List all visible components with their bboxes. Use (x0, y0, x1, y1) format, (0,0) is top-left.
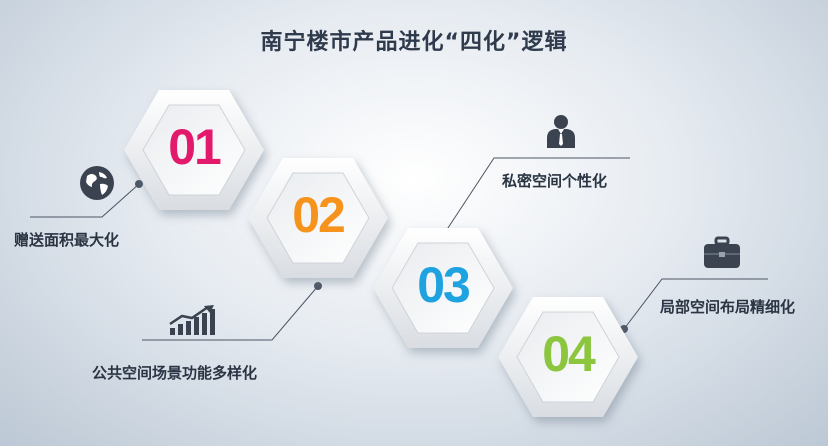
connector-1 (30, 183, 140, 218)
label-2: 公共空间场景功能多样化 (92, 364, 258, 382)
connector-dot-2 (314, 282, 322, 290)
businessman-icon (547, 115, 575, 148)
connector-2 (142, 285, 319, 341)
page-title: 南宁楼市产品进化“四化”逻辑 (260, 30, 568, 55)
connector-4 (623, 278, 768, 330)
hexagon-1 (124, 90, 264, 210)
hex-number-3: 03 (417, 257, 471, 313)
connector-dot-1 (135, 180, 143, 188)
globe-icon (80, 166, 114, 200)
briefcase-icon (704, 236, 740, 268)
hex-number-1: 01 (168, 119, 222, 175)
label-3: 私密空间个性化 (502, 172, 608, 190)
hex-number-4: 04 (542, 326, 596, 382)
hexagon-2 (248, 158, 388, 278)
label-4: 局部空间布局精细化 (660, 298, 796, 316)
hexagon-4 (498, 297, 638, 417)
hexagon-3 (373, 228, 513, 348)
label-1: 赠送面积最大化 (14, 231, 120, 249)
bar-chart-icon (169, 305, 215, 335)
connectors (30, 157, 768, 341)
hex-number-2: 02 (292, 187, 346, 243)
connector-3 (443, 157, 630, 235)
